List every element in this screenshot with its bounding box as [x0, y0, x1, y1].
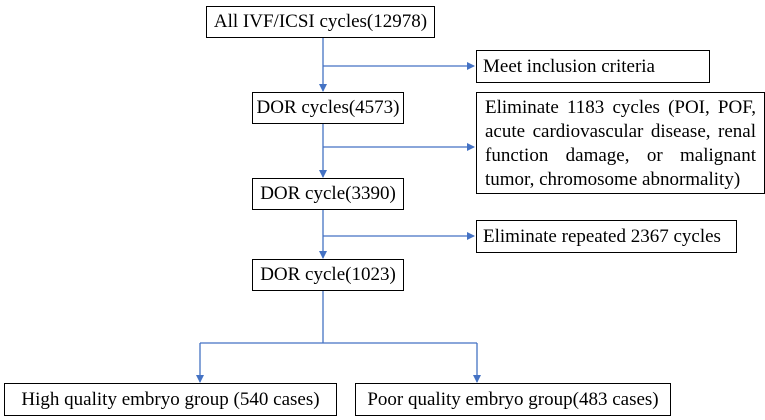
- box-eliminate-repeated-text: Eliminate repeated 2367 cycles: [483, 225, 721, 247]
- eliminate-1183-line-1: Eliminate 1183 cycles (POI, POF,: [485, 97, 756, 118]
- box-eliminate-repeated: Eliminate repeated 2367 cycles: [476, 220, 737, 253]
- box-eliminate-1183: Eliminate 1183 cycles (POI, POF, acute c…: [476, 92, 765, 194]
- box-all-cycles-text: All IVF/ICSI cycles(12978): [213, 11, 428, 32]
- box-dor-3390-text: DOR cycle(3390): [260, 183, 396, 204]
- box-high-quality: High quality embryo group (540 cases): [4, 383, 337, 416]
- eliminate-1183-line-4: tumor, chromosome abnormality): [485, 169, 741, 190]
- box-dor-4573: DOR cycles(4573): [252, 92, 404, 124]
- box-poor-quality-text: Poor quality embryo group(483 cases): [367, 388, 659, 410]
- box-meet-inclusion: Meet inclusion criteria: [476, 50, 710, 83]
- box-poor-quality: Poor quality embryo group(483 cases): [355, 383, 671, 416]
- box-dor-1023-text: DOR cycle(1023): [260, 264, 396, 285]
- box-high-quality-text: High quality embryo group (540 cases): [21, 388, 320, 410]
- box-dor-4573-text: DOR cycles(4573): [256, 97, 400, 118]
- box-all-cycles: All IVF/ICSI cycles(12978): [206, 6, 435, 38]
- box-dor-3390: DOR cycle(3390): [252, 178, 404, 210]
- box-meet-inclusion-text: Meet inclusion criteria: [483, 55, 655, 77]
- box-dor-1023: DOR cycle(1023): [252, 259, 404, 291]
- eliminate-1183-line-3: function damage, or malignant: [485, 145, 756, 166]
- eliminate-1183-line-2: acute cardiovascular disease, renal: [485, 121, 756, 142]
